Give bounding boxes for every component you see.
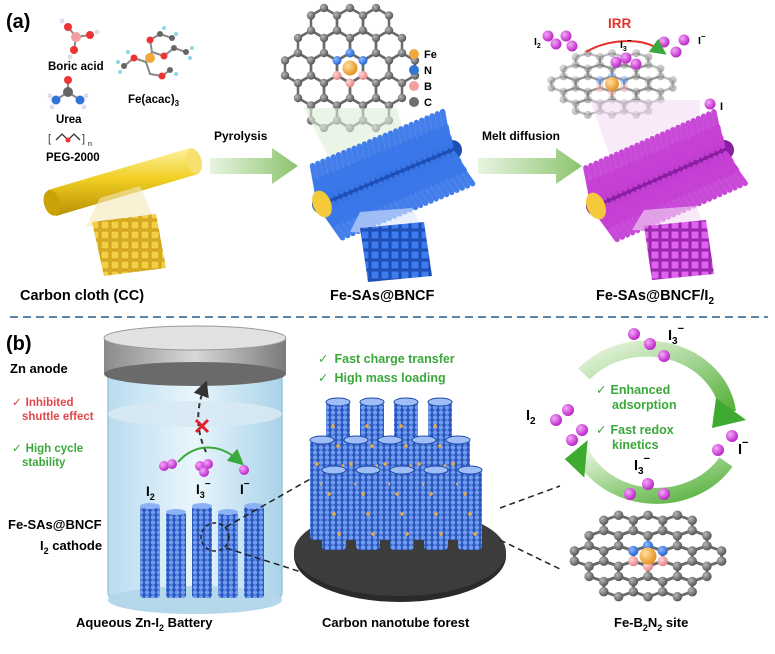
forest-nanotube: [322, 470, 346, 550]
bncf-i2-nanotube-rod: [583, 109, 748, 243]
rod-end-cap: [586, 192, 606, 220]
forest-nanotube: [458, 470, 482, 550]
legend-label-n: N: [424, 65, 432, 77]
bncf-i2-caption: Fe-SAs@BNCF/I2: [596, 288, 714, 307]
cycle-i3-top-label: I3−: [668, 323, 684, 347]
fe-acac-molecule-icon: [116, 26, 194, 80]
fe-atom: [605, 77, 619, 91]
high-cycle-label: ✓High cycle stability: [12, 443, 86, 469]
bncf-caption: Fe-SAs@BNCF: [330, 288, 435, 304]
boric-acid-label: Boric acid: [48, 61, 104, 73]
forest-nanotube: [390, 470, 414, 550]
peg-structure-icon: [ ]: [48, 133, 85, 145]
forest-points: ✓Fast charge transfer ✓High mass loading: [318, 352, 455, 385]
blocked-cross-icon: [194, 418, 210, 434]
cathode-tube: [140, 506, 160, 598]
forest-point-1: ✓Fast charge transfer: [318, 352, 455, 366]
site-zoom-line-top: [499, 485, 561, 509]
cycle-i2-label: I2: [526, 408, 536, 427]
carbon-cloth-rod: [43, 148, 203, 216]
battery-cap: [103, 325, 287, 386]
cathode-label-line1: Fe-SAs@BNCF: [8, 517, 102, 532]
panel-a-label: (a): [6, 11, 30, 33]
bncf-nanotube-rod: [309, 108, 476, 241]
irr-i2-label: I2: [534, 36, 541, 50]
cathode-tube: [244, 506, 264, 598]
pyrolysis-label: Pyrolysis: [214, 129, 268, 143]
zoom-line-top: [225, 477, 313, 528]
fe-atom: [342, 60, 358, 76]
battery-iminus-label: I−: [240, 479, 250, 497]
boric-acid-molecule-icon: [59, 18, 100, 60]
irr-arrow: [585, 38, 667, 55]
nanotube-forest: [294, 397, 506, 602]
cathode-label-line2: I2 cathode: [40, 538, 102, 556]
battery-caption: Aqueous Zn-I2 Battery: [76, 615, 213, 633]
irr-i3-label: I3−: [620, 36, 632, 53]
irr-iminus-label: I−: [698, 32, 706, 47]
cathode-tubes: [140, 503, 264, 598]
melt-diffusion-arrow: [478, 148, 582, 184]
pyrolysis-arrow: [210, 148, 298, 184]
irr-title: IRR: [608, 16, 632, 31]
legend-dot-c: [409, 97, 419, 107]
fe-atom: [639, 547, 657, 565]
inhibited-shuttle-label: ✓Inhibited shuttle effect: [12, 397, 94, 423]
battery-i3-label: I3−: [196, 479, 211, 500]
bncf-cloth-weave: [360, 222, 432, 282]
peg-label: PEG-2000: [46, 152, 100, 164]
fe-acac-label: Fe(acac)3: [128, 94, 180, 108]
battery-i2-label: I2: [146, 484, 155, 502]
cathode-tube: [218, 512, 238, 598]
forest-caption: Carbon nanotube forest: [322, 615, 470, 630]
cathode-tube: [192, 506, 212, 598]
legend-label-c: C: [424, 97, 432, 109]
urea-label: Urea: [56, 114, 82, 126]
melt-diffusion-label: Melt diffusion: [482, 129, 560, 143]
site-caption: Fe-B2N2 site: [614, 615, 688, 633]
catalytic-cycle: [564, 340, 746, 504]
rod-end-cap: [312, 190, 332, 218]
legend-dot-n: [409, 65, 419, 75]
peg-n-label: n: [88, 141, 92, 148]
zn-anode-label: Zn anode: [10, 361, 68, 376]
battery-iodine-atoms: [159, 459, 249, 477]
legend-label-fe: Fe: [424, 49, 437, 61]
svg-text:[: [: [48, 133, 51, 145]
panel-b-label: (b): [6, 333, 32, 355]
legend-dot-b: [409, 81, 419, 91]
forest-point-2: ✓High mass loading: [318, 371, 446, 385]
legend-dot-fe: [409, 49, 419, 59]
carbon-cloth-weave: [92, 214, 166, 276]
forest-nanotube: [424, 470, 448, 550]
urea-molecule-icon: [47, 76, 89, 110]
svg-text:]: ]: [82, 133, 85, 145]
site-zoom-line-bottom: [499, 539, 563, 571]
carbon-cloth-caption: Carbon cloth (CC): [20, 288, 144, 304]
battery-zoom-circle: [200, 522, 230, 552]
cycle-iminus-label: I−: [738, 437, 748, 458]
irr-i-atom-label: I: [720, 101, 723, 113]
battery-conversion-arrow: [177, 446, 244, 466]
bncf-i2-cloth-weave: [644, 220, 714, 280]
legend-label-b: B: [424, 81, 432, 93]
cycle-i3-bottom-label: I3−: [634, 453, 650, 477]
cycle-iodine-atoms: [550, 328, 738, 500]
fe-b2n2-site-structure: [569, 510, 727, 602]
cathode-tube: [166, 512, 186, 598]
forest-nanotube: [356, 470, 380, 550]
